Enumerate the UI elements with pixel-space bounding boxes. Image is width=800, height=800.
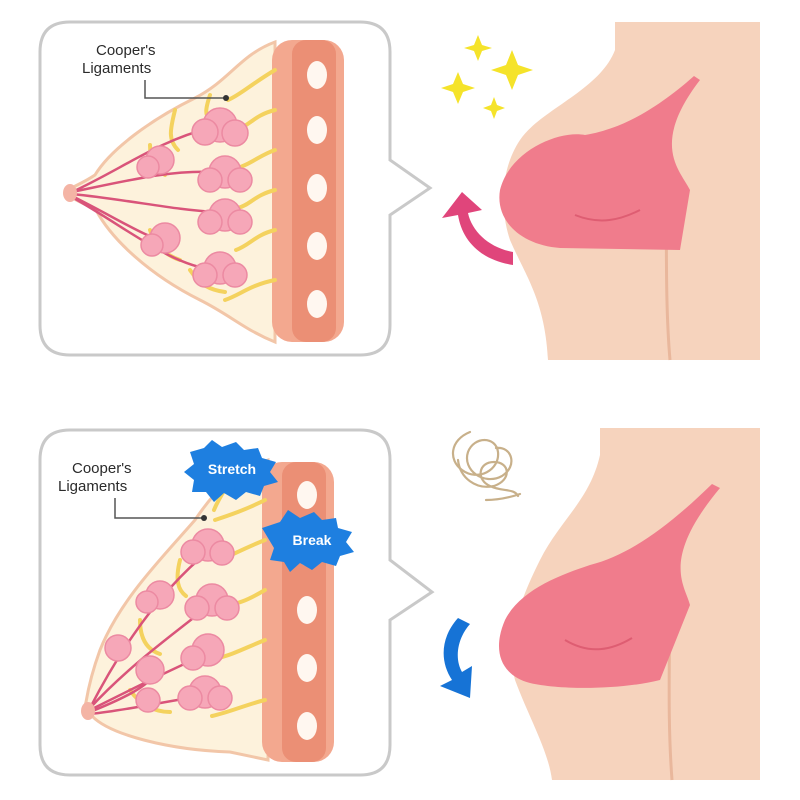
lobule [223,263,247,287]
lobule [215,596,239,620]
lobule [105,635,131,661]
lobule [198,168,222,192]
lobule [228,210,252,234]
lobule [141,234,163,256]
rib [307,116,327,144]
top-label-line2: Ligaments [82,60,151,77]
top-label-dot [223,95,229,101]
bottom-torso-figure [499,428,760,780]
sparkle-icon [441,35,533,119]
rib [297,712,317,740]
lobule [136,656,164,684]
top-label-line1: Cooper's [96,42,156,59]
lobule [136,688,160,712]
lobule [181,540,205,564]
rib [297,481,317,509]
lobule [136,591,158,613]
stretch-label: Stretch [208,461,256,477]
rib [307,232,327,260]
bottom-panel: Cooper's Ligaments Stretch Break [40,428,760,780]
rib [307,61,327,89]
rib [307,174,327,202]
tangled-scribble-icon [453,432,520,500]
lobule [193,263,217,287]
lobule [181,646,205,670]
lobule [185,596,209,620]
bottom-label-dot [201,515,207,521]
rib [297,654,317,682]
lobule [222,120,248,146]
top-panel: Cooper's Ligaments [40,22,760,360]
top-torso-figure [499,22,760,360]
break-label: Break [293,532,332,548]
bottom-label-line2: Ligaments [58,478,127,495]
lobule [210,541,234,565]
top-nipple [63,184,77,202]
lobule [192,119,218,145]
lobule [137,156,159,178]
curved-arrow-down-icon [440,618,472,698]
lobule [208,686,232,710]
rib [297,596,317,624]
lobule [178,686,202,710]
lobule [198,210,222,234]
bottom-label-line1: Cooper's [72,460,132,477]
lobule [228,168,252,192]
rib [307,290,327,318]
bottom-nipple [81,702,95,720]
